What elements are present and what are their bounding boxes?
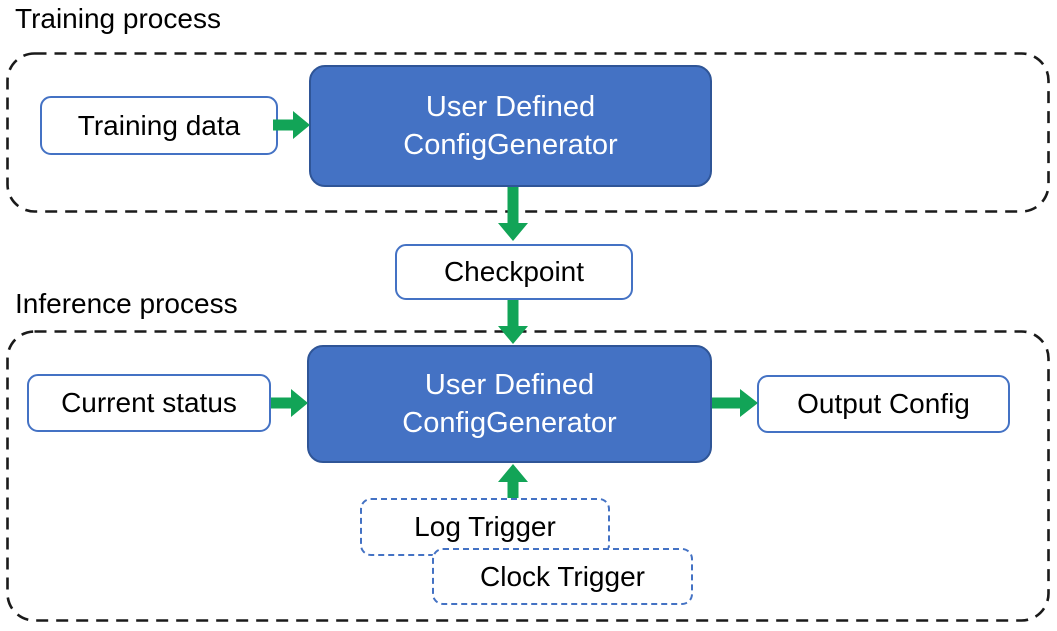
- flow-arrow-generator-to-checkpoint-icon: [498, 187, 528, 241]
- inference-process-container: [6, 330, 1050, 622]
- training-process-container: [6, 52, 1050, 213]
- flow-arrow-generator-to-output-config-icon: [712, 389, 758, 417]
- config-generator-inference-line1: User Defined: [424, 369, 595, 401]
- flow-arrow-current-status-to-generator-icon: [271, 389, 308, 417]
- node-config-generator-inference: User Defined ConfigGenerator: [307, 345, 712, 463]
- node-config-generator-training: User Defined ConfigGenerator: [309, 65, 712, 187]
- node-clock-trigger: Clock Trigger: [432, 548, 693, 605]
- node-log-trigger-label: Log Trigger: [414, 511, 556, 542]
- config-generator-training-line1: User Defined: [425, 91, 596, 123]
- node-checkpoint-label: Checkpoint: [443, 256, 585, 287]
- flow-arrow-triggers-to-generator-icon: [498, 464, 528, 498]
- node-output-config-label: Output Config: [797, 388, 970, 419]
- node-output-config: Output Config: [757, 375, 1010, 433]
- flow-arrow-training-data-to-generator-icon: [273, 111, 310, 139]
- section-label-training: Training process: [15, 3, 221, 34]
- node-training-data: Training data: [40, 96, 278, 155]
- node-current-status-label: Current status: [61, 387, 237, 418]
- node-checkpoint: Checkpoint: [395, 244, 633, 300]
- node-clock-trigger-label: Clock Trigger: [480, 560, 645, 592]
- config-generator-inference-line2: ConfigGenerator: [402, 407, 617, 439]
- node-current-status: Current status: [27, 374, 271, 432]
- config-generator-training-line2: ConfigGenerator: [403, 129, 618, 161]
- node-training-data-label: Training data: [77, 109, 241, 141]
- flow-arrow-checkpoint-to-generator-icon: [498, 300, 528, 344]
- section-label-inference: Inference process: [15, 288, 238, 319]
